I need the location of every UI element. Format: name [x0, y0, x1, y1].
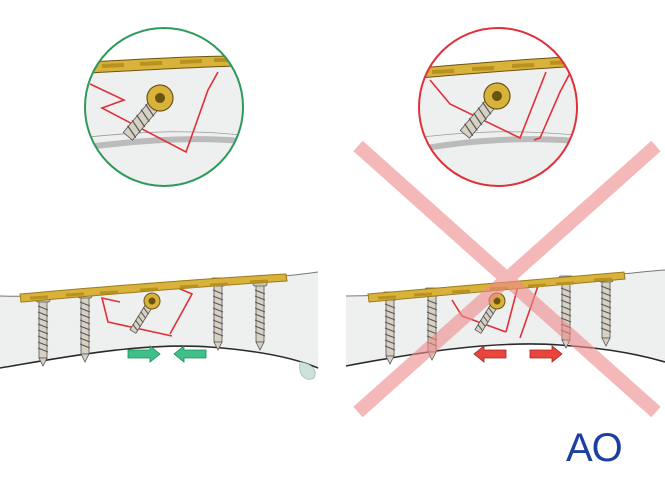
bone-cortex	[0, 345, 319, 369]
lag-screw	[129, 292, 161, 334]
compression-arrow-icon	[173, 345, 207, 363]
ao-logo: AO	[566, 426, 623, 470]
fracture-line	[100, 287, 194, 337]
incorrect-detail-inset	[418, 27, 578, 187]
x-mark-icon	[353, 140, 661, 418]
correct-panel	[0, 271, 319, 380]
compression-arrow-icon	[529, 345, 563, 363]
compression-arrow-icon	[473, 345, 507, 363]
correct-detail-inset	[84, 27, 244, 187]
correct-ring	[84, 27, 244, 187]
compression-arrow-icon	[127, 345, 161, 363]
incorrect-ring	[418, 27, 578, 187]
bone-cortex	[345, 343, 665, 367]
